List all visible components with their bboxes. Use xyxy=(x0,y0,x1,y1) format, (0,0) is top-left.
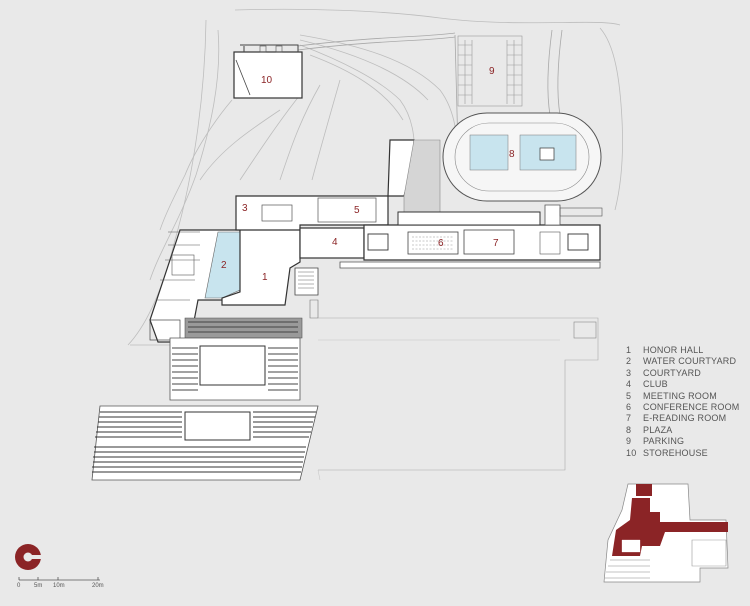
label-parking: 9 xyxy=(489,66,495,77)
label-water-courtyard: 2 xyxy=(221,260,227,271)
scale-label-0: 0 xyxy=(17,583,21,589)
north-arrow-icon xyxy=(15,544,42,570)
label-courtyard: 3 xyxy=(242,203,248,214)
label-e-reading-room: 7 xyxy=(493,238,499,249)
scale-label-5m: 5m xyxy=(34,583,42,589)
label-meeting-room: 5 xyxy=(354,205,360,216)
label-conference-room: 6 xyxy=(438,238,444,249)
label-club: 4 xyxy=(332,237,338,248)
storehouse xyxy=(233,44,303,99)
label-honor-hall: 1 xyxy=(262,272,268,283)
plaza xyxy=(442,112,602,202)
parking-lot xyxy=(457,35,523,107)
scale-bar: 0 5m 10m 20m xyxy=(17,577,104,589)
main-building xyxy=(149,139,603,343)
scale-label-20m: 20m xyxy=(92,583,104,589)
label-storehouse: 10 xyxy=(261,75,273,86)
stepped-terraces xyxy=(91,299,599,481)
scale-label-10m: 10m xyxy=(53,583,65,589)
room-labels: 10 9 8 3 5 4 6 7 2 1 xyxy=(221,66,515,283)
key-plan xyxy=(603,483,729,583)
label-plaza: 8 xyxy=(509,149,515,160)
